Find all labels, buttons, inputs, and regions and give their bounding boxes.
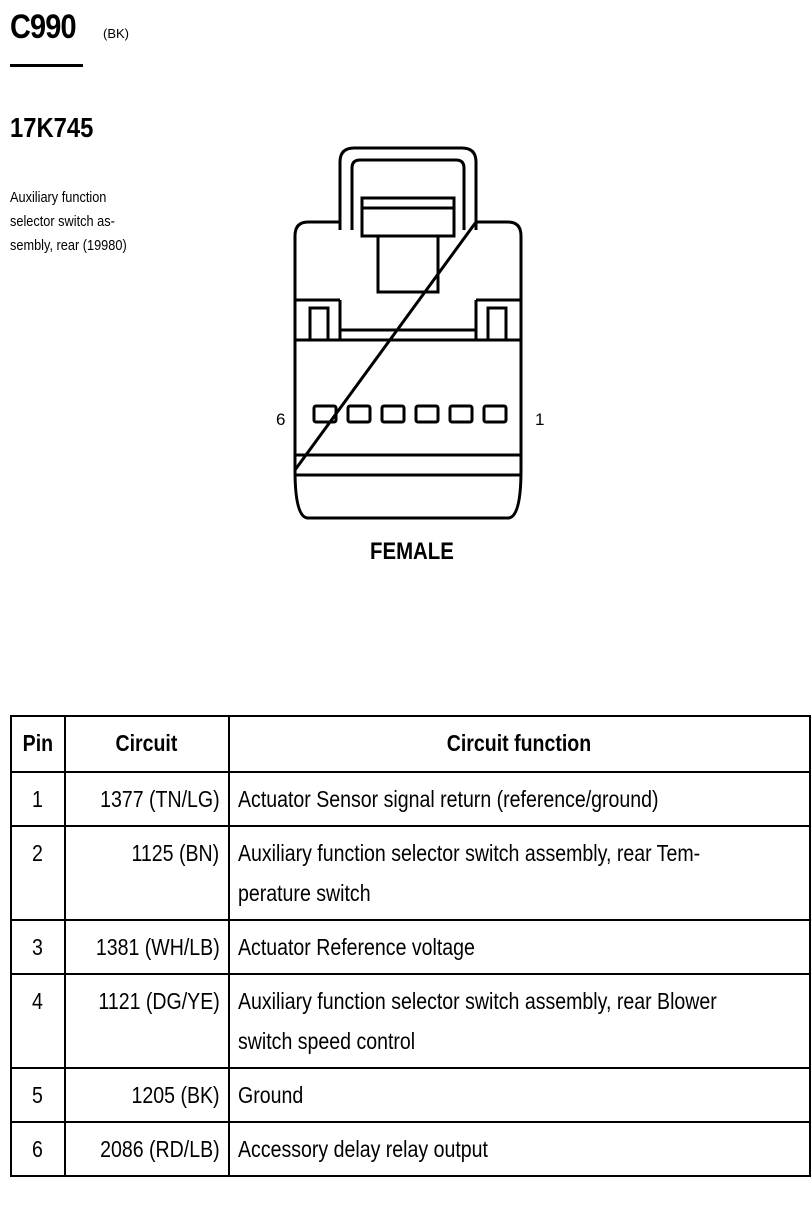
function-cell: Accessory delay relay output (227, 1121, 811, 1177)
header-circuit: Circuit (63, 715, 230, 773)
table-row: 2 1125 (BN) Auxiliary function selector … (10, 825, 811, 921)
pin-cell: 3 (10, 919, 66, 975)
function-cell: Ground (227, 1067, 811, 1123)
function-cell: Actuator Sensor signal return (reference… (227, 771, 811, 827)
pin-cell: 6 (10, 1121, 66, 1177)
pin-cavity (312, 404, 338, 424)
table-row: 4 1121 (DG/YE) Auxiliary function select… (10, 973, 811, 1069)
pinout-table: Pin Circuit Circuit function 1 1377 (TN/… (10, 715, 811, 1177)
pin-1-label: 1 (535, 410, 545, 429)
connector-latch-window (360, 196, 456, 238)
pin-cavity (448, 404, 474, 424)
circuit-cell: 1121 (DG/YE) (63, 973, 230, 1069)
connector-body-outline (293, 220, 523, 520)
part-number: 17K745 (10, 112, 94, 143)
component-description: Auxiliary function selector switch as- s… (10, 186, 155, 258)
connector-face-diagram (293, 146, 523, 520)
function-cell: Auxiliary function selector switch assem… (227, 825, 811, 921)
table-row: 1 1377 (TN/LG) Actuator Sensor signal re… (10, 771, 811, 827)
pin-cavity (482, 404, 508, 424)
connector-latch-outer (338, 146, 478, 230)
connector-color-code: (BK) (103, 26, 129, 41)
connector-id: C990 (10, 8, 77, 46)
connector-latch-inner (350, 158, 466, 230)
function-cell: Actuator Reference voltage (227, 919, 811, 975)
pin-6-label: 6 (276, 410, 286, 429)
pin-cell: 1 (10, 771, 66, 827)
description-line: selector switch as- (10, 213, 115, 230)
pin-cell: 5 (10, 1067, 66, 1123)
header-circuit-function: Circuit function (227, 715, 811, 773)
pin-cavity (380, 404, 406, 424)
pin-cell: 2 (10, 825, 66, 921)
description-line: sembly, rear (19980) (10, 237, 127, 254)
function-cell: Auxiliary function selector switch assem… (227, 973, 811, 1069)
table-row: 5 1205 (BK) Ground (10, 1067, 811, 1123)
circuit-cell: 1205 (BK) (63, 1067, 230, 1123)
pin-cavity (414, 404, 440, 424)
table-header-row: Pin Circuit Circuit function (10, 715, 811, 773)
table-row: 6 2086 (RD/LB) Accessory delay relay out… (10, 1121, 811, 1177)
pin-cell: 4 (10, 973, 66, 1069)
pin-cavity (346, 404, 372, 424)
circuit-cell: 1125 (BN) (63, 825, 230, 921)
circuit-cell: 1377 (TN/LG) (63, 771, 230, 827)
table-row: 3 1381 (WH/LB) Actuator Reference voltag… (10, 919, 811, 975)
description-line: Auxiliary function (10, 189, 107, 206)
connector-latch-tab (376, 234, 440, 294)
connector-gender-label: FEMALE (370, 538, 454, 565)
title-underline (10, 64, 83, 67)
circuit-cell: 2086 (RD/LB) (63, 1121, 230, 1177)
header-pin: Pin (10, 715, 66, 773)
circuit-cell: 1381 (WH/LB) (63, 919, 230, 975)
